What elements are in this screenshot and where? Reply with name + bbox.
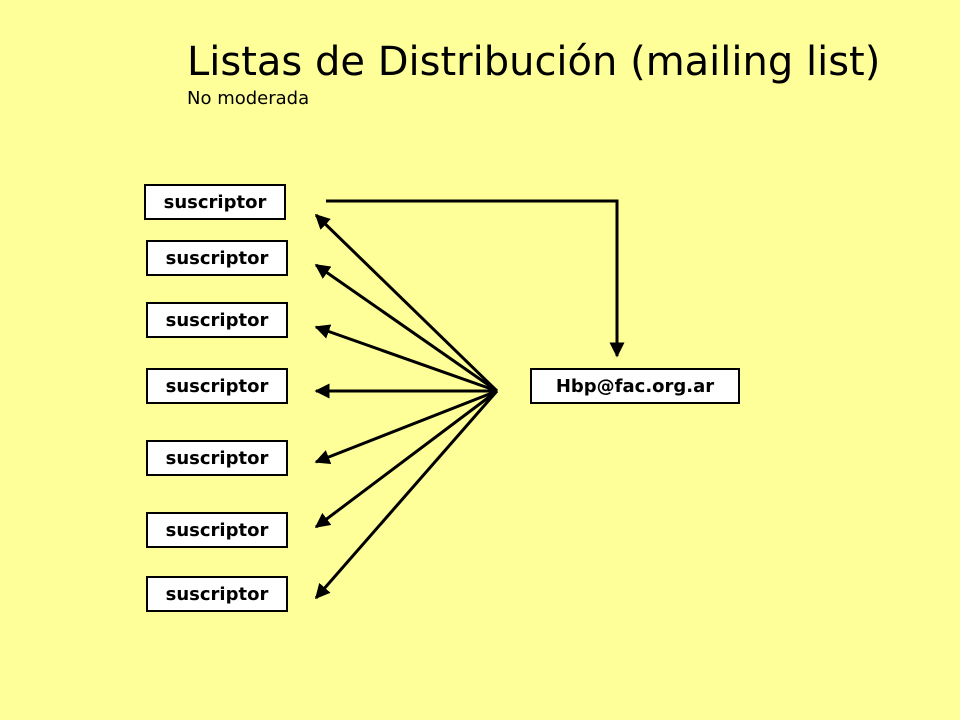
fanout-arrow-2 — [314, 263, 498, 393]
fanout-arrow-1 — [314, 213, 499, 393]
subscriber-box-3: suscriptor — [146, 302, 288, 338]
fanout-arrow-5 — [314, 389, 498, 465]
page-title: Listas de Distribución (mailing list) — [187, 39, 881, 85]
subscriber-box-2: suscriptor — [146, 240, 288, 276]
fanout-arrow-7 — [314, 390, 499, 600]
mailing-list-server-box: Hbp@fac.org.ar — [530, 368, 740, 404]
send-path — [326, 199, 625, 358]
subscriber-box-1: suscriptor — [144, 184, 286, 220]
subscriber-box-4: suscriptor — [146, 368, 288, 404]
fanout-arrow-6 — [314, 389, 498, 529]
subscriber-box-5: suscriptor — [146, 440, 288, 476]
fanout-arrow-3 — [314, 324, 498, 393]
page-subtitle: No moderada — [187, 88, 310, 109]
subscriber-box-7: suscriptor — [146, 576, 288, 612]
subscriber-box-6: suscriptor — [146, 512, 288, 548]
